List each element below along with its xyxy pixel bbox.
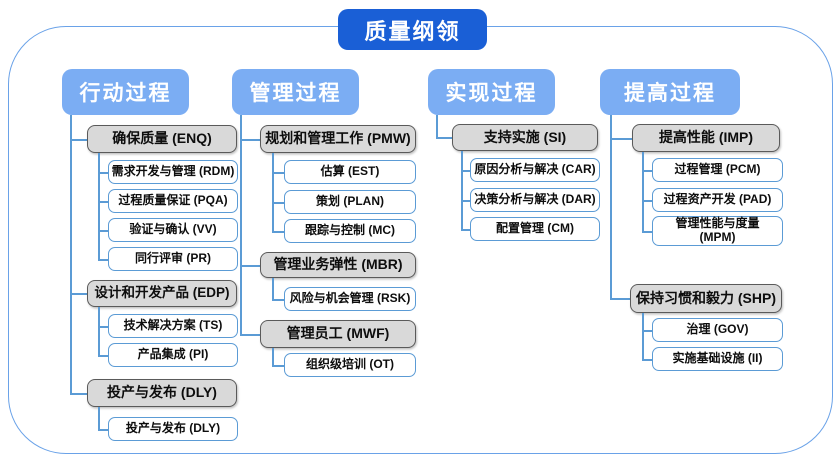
column-realization-process: 实现过程 支持实施 (SI) 原因分析与解决 (CAR) 决策分析与解决 (DA… <box>428 69 600 249</box>
group-box-shp: 保持习惯和毅力 (SHP) <box>630 284 782 313</box>
connector <box>436 137 452 139</box>
group-box-mbr: 管理业务弹性 (MBR) <box>260 252 416 278</box>
column-action-process: 行动过程 确保质量 (ENQ) 需求开发与管理 (RDM) 过程质量保证 (PQ… <box>62 69 238 441</box>
group-box-edp: 设计和开发产品 (EDP) <box>87 280 237 307</box>
diagram-title: 质量纲领 <box>338 9 487 50</box>
group-box-si: 支持实施 (SI) <box>452 124 598 151</box>
connector <box>461 151 463 229</box>
connector <box>272 231 284 233</box>
connector <box>272 278 274 299</box>
column-improvement-process: 提高过程 提高性能 (IMP) 过程管理 (PCM) 过程资产开发 (PAD) … <box>600 69 783 379</box>
group-box-enq: 确保质量 (ENQ) <box>87 125 237 153</box>
connector <box>70 115 72 393</box>
connector <box>70 393 87 395</box>
process-box-cm: 配置管理 (CM) <box>470 217 600 241</box>
process-box-pqa: 过程质量保证 (PQA) <box>108 189 238 213</box>
connector <box>461 229 470 231</box>
connector <box>642 359 652 361</box>
group-box-pmw: 规划和管理工作 (PMW) <box>260 125 416 153</box>
connector <box>70 293 87 295</box>
connector <box>272 202 284 204</box>
connector <box>98 259 108 261</box>
group-box-mwf: 管理员工 (MWF) <box>260 320 416 348</box>
connector <box>642 231 652 233</box>
connector <box>70 139 87 141</box>
connector <box>642 313 644 359</box>
connector <box>642 152 644 231</box>
process-box-ts: 技术解决方案 (TS) <box>108 314 238 338</box>
connector <box>98 230 108 232</box>
connector <box>461 170 470 172</box>
connector <box>98 407 100 429</box>
group-box-dly: 投产与发布 (DLY) <box>87 379 237 407</box>
connector <box>98 201 108 203</box>
process-box-rdm: 需求开发与管理 (RDM) <box>108 160 238 184</box>
connector <box>610 298 630 300</box>
process-box-pcm: 过程管理 (PCM) <box>652 158 783 182</box>
connector <box>98 326 108 328</box>
connector <box>98 153 100 259</box>
process-box-pi: 产品集成 (PI) <box>108 343 238 367</box>
column-header-action: 行动过程 <box>62 69 189 115</box>
connector <box>272 299 284 301</box>
process-box-rsk: 风险与机会管理 (RSK) <box>284 287 416 311</box>
connector <box>98 307 100 355</box>
connector <box>272 365 284 367</box>
process-box-car: 原因分析与解决 (CAR) <box>470 158 600 182</box>
column-header-improvement: 提高过程 <box>600 69 740 115</box>
column-header-realization: 实现过程 <box>428 69 555 115</box>
connector <box>642 330 652 332</box>
process-box-dar: 决策分析与解决 (DAR) <box>470 188 600 212</box>
group-box-imp: 提高性能 (IMP) <box>632 124 780 152</box>
connector <box>240 334 260 336</box>
connector <box>610 138 632 140</box>
connector <box>240 265 260 267</box>
connector <box>98 172 108 174</box>
column-header-management: 管理过程 <box>232 69 359 115</box>
process-box-plan: 策划 (PLAN) <box>284 190 416 214</box>
connector <box>272 172 284 174</box>
process-box-pad: 过程资产开发 (PAD) <box>652 188 783 212</box>
process-box-gov: 治理 (GOV) <box>652 318 783 342</box>
process-box-ii: 实施基础设施 (II) <box>652 347 783 371</box>
connector <box>610 115 612 298</box>
connector <box>98 429 108 431</box>
connector <box>240 115 242 334</box>
column-management-process: 管理过程 规划和管理工作 (PMW) 估算 (EST) 策划 (PLAN) 跟踪… <box>232 69 416 389</box>
connector <box>436 115 438 137</box>
connector <box>461 200 470 202</box>
process-box-est: 估算 (EST) <box>284 160 416 184</box>
connector <box>98 355 108 357</box>
connector <box>642 170 652 172</box>
process-box-vv: 验证与确认 (VV) <box>108 218 238 242</box>
process-box-dly: 投产与发布 (DLY) <box>108 417 238 441</box>
connector <box>240 139 260 141</box>
connector <box>642 200 652 202</box>
process-box-ot: 组织级培训 (OT) <box>284 353 416 377</box>
process-box-mpm: 管理性能与度量 (MPM) <box>652 216 783 246</box>
connector <box>272 348 274 365</box>
process-box-mc: 跟踪与控制 (MC) <box>284 219 416 243</box>
connector <box>272 153 274 231</box>
process-box-pr: 同行评审 (PR) <box>108 247 238 271</box>
